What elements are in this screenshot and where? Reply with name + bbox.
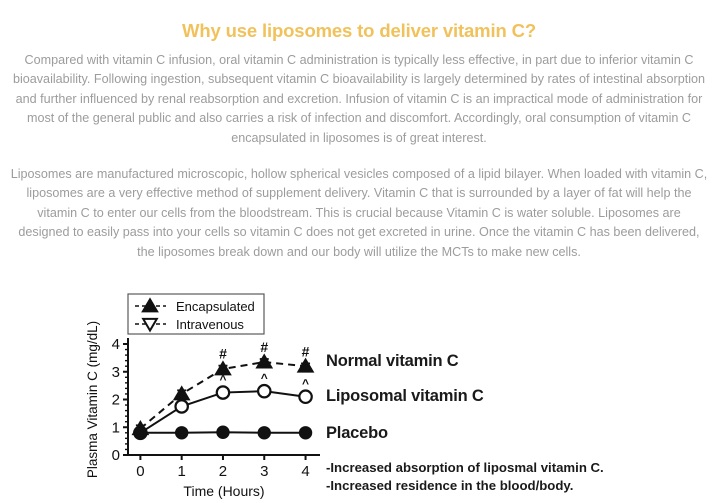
significance-marker: #: [219, 346, 227, 362]
data-point-placebo: [298, 426, 313, 440]
x-axis-tick-label: 0: [136, 463, 144, 480]
intro-paragraph-2: Liposomes are manufactured microscopic, …: [10, 166, 708, 259]
x-axis-tick-label: 3: [260, 463, 268, 480]
y-axis-tick-label: 0: [112, 447, 120, 464]
significance-marker: ^: [302, 377, 309, 391]
data-point-intravenous: [256, 383, 272, 399]
significance-marker: ^: [219, 372, 226, 386]
data-point-encapsulated: [172, 385, 191, 401]
x-axis-title: Time (Hours): [183, 483, 264, 499]
data-point-encapsulated: [255, 353, 274, 369]
data-point-encapsulated: [214, 360, 232, 376]
legend-marker-intravenous: [141, 317, 159, 333]
data-point-intravenous: [215, 385, 231, 400]
data-point-placebo: [257, 426, 271, 440]
series-callout-normal-vitamin-c: Normal vitamin C: [326, 352, 459, 370]
data-point-intravenous: [298, 389, 313, 405]
y-axis-tick-label: 3: [112, 364, 120, 381]
takeaway-item: -Increased absorption of liposmal vitami…: [326, 460, 604, 475]
legend-marker-encapsulated: [141, 297, 159, 313]
x-axis-tick-label: 1: [178, 463, 186, 480]
series-callout-liposomal-vitamin-c: Liposomal vitamin C: [326, 387, 484, 405]
data-point-placebo: [133, 426, 148, 440]
significance-marker: ^: [261, 371, 268, 385]
y-axis-title: Plasma Vitamin C (mg/dL): [85, 321, 100, 478]
significance-marker: #: [260, 339, 268, 355]
takeaway-item: -Increased residence in the blood/body.: [326, 477, 574, 493]
x-axis-tick-label: 4: [301, 463, 309, 480]
page-title: Why use liposomes to deliver vitamin C?: [182, 20, 536, 42]
y-axis-tick-label: 2: [112, 392, 120, 409]
data-point-placebo: [216, 425, 230, 439]
series-callout-placebo: Placebo: [326, 424, 388, 442]
y-axis-tick-label: 4: [112, 336, 120, 353]
legend-label-0: Encapsulated: [176, 299, 255, 314]
data-point-encapsulated: [296, 357, 315, 373]
data-point-placebo: [174, 426, 189, 440]
data-point-intravenous: [174, 399, 189, 414]
takeaway-list: -Increased absorption of liposmal vitami…: [326, 459, 604, 494]
x-axis-tick-label: 2: [219, 463, 227, 480]
intro-paragraph-1: Compared with vitamin C infusion, oral v…: [12, 52, 706, 145]
significance-marker: #: [302, 343, 310, 359]
legend-label-1: Intravenous: [176, 317, 244, 332]
y-axis-tick-label: 1: [112, 419, 120, 436]
